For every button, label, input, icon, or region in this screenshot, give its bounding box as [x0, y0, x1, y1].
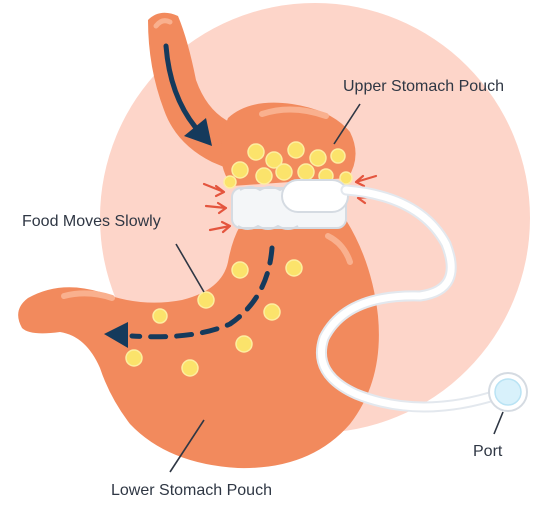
- food-particle-icon: [288, 142, 304, 158]
- lower-pouch-label: Lower Stomach Pouch: [111, 482, 272, 500]
- food-moves-label: Food Moves Slowly: [22, 213, 161, 231]
- food-particle-icon: [198, 292, 214, 308]
- port-label: Port: [473, 443, 502, 461]
- food-particle-icon: [224, 176, 236, 188]
- food-particle-icon: [298, 164, 314, 180]
- food-particle-icon: [276, 164, 292, 180]
- port-inner: [495, 379, 521, 405]
- food-particle-icon: [286, 260, 302, 276]
- leader-line-port: [494, 412, 503, 434]
- food-particle-icon: [310, 150, 326, 166]
- food-particle-icon: [256, 168, 272, 184]
- food-particle-icon: [126, 350, 142, 366]
- upper-pouch-label: Upper Stomach Pouch: [343, 78, 504, 96]
- food-particle-icon: [264, 304, 280, 320]
- food-particle-icon: [232, 162, 248, 178]
- food-particle-icon: [248, 144, 264, 160]
- port-icon: [489, 373, 527, 411]
- food-particle-icon: [331, 149, 345, 163]
- gastric-band-icon: [232, 180, 348, 229]
- food-particle-icon: [182, 360, 198, 376]
- food-particle-icon: [153, 309, 167, 323]
- food-particle-icon: [232, 262, 248, 278]
- band-buckle: [282, 180, 348, 212]
- food-particle-icon: [236, 336, 252, 352]
